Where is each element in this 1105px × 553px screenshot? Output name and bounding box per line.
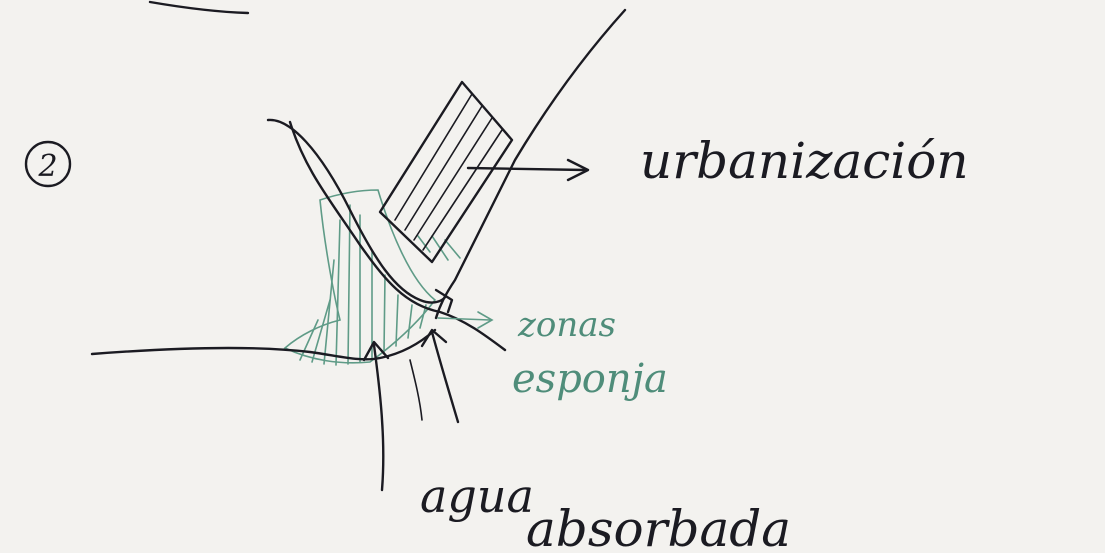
- absorbed-water-label-line1: agua: [420, 469, 534, 523]
- step-number: 2: [37, 149, 57, 184]
- urbanization-label: urbanización: [640, 132, 969, 190]
- sponge-zones-label-line2: esponja: [512, 356, 668, 402]
- hatch-line: [384, 275, 385, 352]
- absorbed-water-label-line2: absorbada: [526, 500, 791, 553]
- sponge-zones-label-line1: zonas: [517, 305, 616, 345]
